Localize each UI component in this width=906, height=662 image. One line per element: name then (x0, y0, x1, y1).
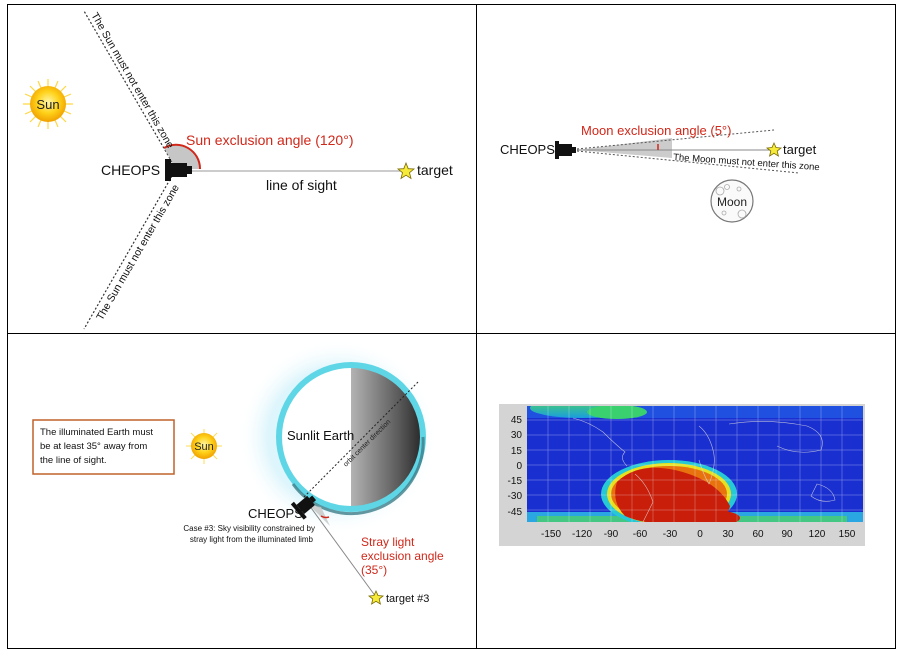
x-tick-label: 0 (697, 529, 703, 540)
note-text-line-2: be at least 35° away from (40, 441, 147, 452)
exclusion-boundary-upper (83, 10, 177, 170)
map-plot-area (527, 406, 863, 522)
sun-exclusion-arc (163, 143, 202, 170)
moon-exclusion-cone (577, 138, 672, 158)
sun-panel-target-label: target (417, 162, 453, 178)
sunlit-earth-icon (276, 362, 426, 516)
map-y-axis: 45 30 15 0 -15 -30 -45 (508, 415, 523, 518)
stray-light-label-line-3: (35°) (361, 563, 387, 577)
note-text-line-1: The illuminated Earth must (40, 427, 153, 438)
sun-label: Sun (36, 97, 59, 112)
moon-target-star-icon (765, 142, 783, 157)
moon-label: Moon (717, 195, 747, 209)
note-box (32, 419, 175, 475)
moon-icon (710, 179, 754, 223)
earth-stray-light-panel: Sunlit Earth orbit center direction CHEO… (7, 333, 477, 649)
target-3-star-icon (367, 590, 385, 605)
moon-panel-cheops-label: CHEOPS (500, 142, 555, 157)
sun-panel-cheops-label: CHEOPS (101, 162, 160, 178)
y-tick-label: 15 (511, 446, 523, 457)
case-text-line-2: stray light from the illuminated limb (190, 535, 314, 544)
sun-exclusion-diagram: Sun CHEOPS target line of sight Sun excl… (23, 10, 453, 330)
x-tick-label: 120 (809, 529, 826, 540)
sun-icon (23, 79, 73, 129)
sun-zone-label-lower: The Sun must not enter this zone (94, 182, 182, 322)
x-tick-label: 90 (781, 529, 793, 540)
x-tick-label: -120 (572, 529, 592, 540)
earth-panel-sun-label: Sun (194, 441, 214, 453)
map-x-axis: -150 -120 -90 -60 -30 0 30 60 90 120 150 (541, 529, 856, 540)
x-tick-label: 60 (752, 529, 764, 540)
sun-exclusion-angle-label: Sun exclusion angle (120°) (186, 132, 353, 148)
stray-light-label-line-1: Stray light (361, 535, 415, 549)
y-tick-label: 0 (516, 461, 522, 472)
stray-light-sector (309, 505, 330, 526)
x-tick-label: -60 (633, 529, 648, 540)
sky-visibility-map-panel: 45 30 15 0 -15 -30 -45 -150 -120 -90 -60… (476, 333, 896, 649)
target-star-icon (396, 161, 416, 180)
stray-light-label-line-2: exclusion angle (361, 549, 444, 563)
stray-light-arc (320, 515, 330, 519)
x-tick-label: -90 (604, 529, 619, 540)
moon-boundary-upper (576, 129, 775, 150)
note-text-line-3: the line of sight. (40, 455, 107, 466)
target-3-label: target #3 (386, 593, 429, 605)
moon-exclusion-angle-label: Moon exclusion angle (5°) (581, 123, 731, 138)
orbit-center-direction-line (303, 381, 419, 498)
sun-zone-label-upper: The Sun must not enter this zone (88, 11, 176, 151)
y-tick-label: -30 (508, 491, 523, 502)
earth-panel-cheops-icon (290, 495, 317, 520)
earth-panel-cheops-label: CHEOPS (248, 506, 303, 521)
y-tick-label: 30 (511, 430, 523, 441)
line-of-sight-label: line of sight (266, 177, 337, 193)
moon-exclusion-panel: CHEOPS Moon exclusion angle (5°) target … (476, 4, 896, 334)
x-tick-label: 30 (722, 529, 734, 540)
earth-stray-light-diagram: Sunlit Earth orbit center direction CHEO… (32, 339, 444, 605)
moon-boundary-lower (576, 150, 800, 174)
figure-grid: Sun CHEOPS target line of sight Sun excl… (7, 4, 896, 649)
moon-exclusion-diagram: CHEOPS Moon exclusion angle (5°) target … (500, 123, 820, 223)
y-tick-label: -15 (508, 476, 523, 487)
cheops-spacecraft-icon (165, 159, 192, 181)
target-line-of-sight (308, 504, 377, 598)
y-tick-label: 45 (511, 415, 523, 426)
x-tick-label: 150 (839, 529, 856, 540)
x-tick-label: -150 (541, 529, 561, 540)
exclusion-boundary-lower (83, 168, 177, 330)
y-tick-label: -45 (508, 507, 523, 518)
sun-exclusion-panel: Sun CHEOPS target line of sight Sun excl… (7, 4, 477, 334)
case-text-line-1: Case #3: Sky visibility constrained by (183, 524, 315, 533)
x-tick-label: -30 (663, 529, 678, 540)
earth-panel-sun-icon (186, 429, 222, 464)
earth-label: Sunlit Earth (287, 428, 354, 443)
sky-visibility-map: 45 30 15 0 -15 -30 -45 -150 -120 -90 -60… (499, 404, 865, 546)
moon-panel-target-label: target (783, 142, 817, 157)
moon-panel-cheops-icon (555, 141, 576, 159)
